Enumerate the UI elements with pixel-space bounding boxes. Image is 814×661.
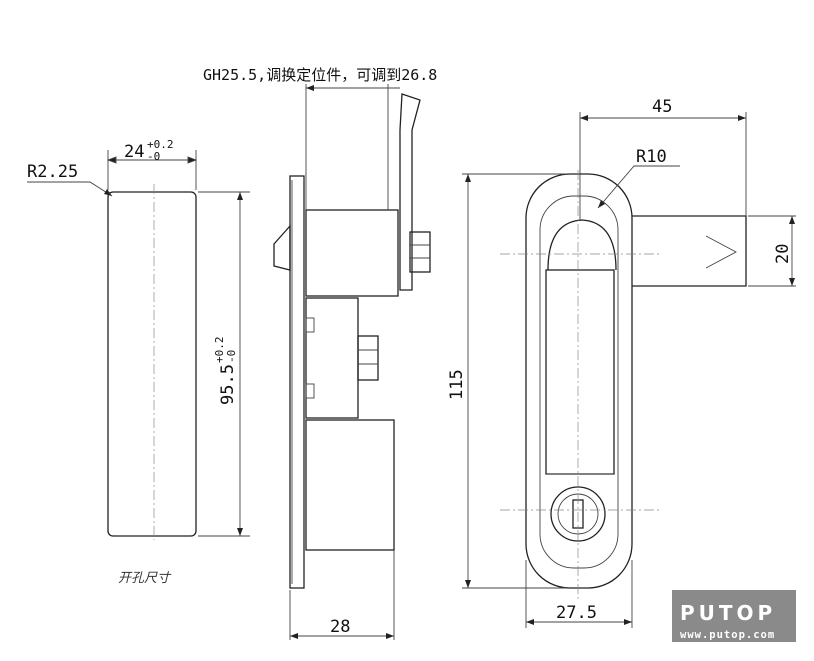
cutout-width-tol-upper: +0.2 [147, 138, 174, 151]
front-radius-leader [597, 165, 680, 209]
cutout-radius-label: R2.25 [27, 162, 78, 182]
front-width-label: 45 [652, 97, 672, 117]
front-handle-cavity [547, 219, 617, 271]
side-depth-label: 28 [330, 617, 350, 637]
adjustment-note: GH25.5,调换定位件，可调到26.8 [203, 66, 437, 84]
cutout-height-arrow-top [237, 192, 243, 200]
front-width-arrow-left [580, 115, 588, 121]
front-bar-arrow-top [789, 216, 795, 224]
side-nut-middle [357, 335, 379, 381]
cutout-outline [107, 191, 197, 537]
side-nut-upper [409, 231, 431, 273]
front-height-arrow-top [465, 174, 471, 182]
side-clip-1 [305, 317, 315, 333]
side-upper-body [305, 209, 399, 297]
front-radius-label: R10 [636, 147, 667, 167]
front-height-label: 115 [447, 369, 467, 400]
front-base-label: 27.5 [556, 603, 597, 623]
front-inner-body [539, 195, 619, 569]
side-depth-arrow-left [290, 633, 298, 639]
front-bar-label: 20 [773, 244, 793, 264]
front-side-bar-mark [705, 235, 737, 269]
front-handle [545, 269, 615, 475]
cutout-height-label: 95.5 [218, 364, 238, 405]
front-radius-arrow [598, 200, 605, 208]
cutout-width-tol-lower: -0 [147, 150, 160, 163]
cutout-caption: 开孔尺寸 [118, 571, 172, 586]
front-base-arrow-right [624, 619, 632, 625]
cutout-height-arrow-bottom [237, 528, 243, 536]
cutout-height-tol-upper: +0.2 [213, 337, 226, 364]
cutout-view: 24 +0.2 -0 R2.25 95.5 +0.2 -0 开孔尺寸 [27, 138, 250, 586]
cutout-width-label: 24 [124, 142, 144, 162]
front-lock-cylinder [550, 486, 606, 542]
side-latch-tab [273, 224, 291, 271]
front-outer-body [525, 173, 633, 589]
front-side-bar [632, 215, 747, 287]
side-view: 28 [273, 84, 431, 640]
logo-url: www.putop.com [680, 629, 775, 641]
side-middle-body [305, 297, 359, 419]
front-width-arrow-right [738, 115, 746, 121]
logo-text: PUTOP [680, 601, 776, 625]
front-height-arrow-bottom [465, 580, 471, 588]
front-base-arrow-left [526, 619, 534, 625]
cutout-width-arrow-left [106, 156, 117, 164]
cutout-radius-leader [27, 181, 113, 197]
cutout-radius-arrow [104, 189, 112, 196]
cutout-width-arrow-right [187, 156, 198, 164]
brand-logo: PUTOP www.putop.com [672, 590, 796, 642]
side-plate [289, 175, 305, 589]
side-clip-2 [305, 383, 315, 399]
cutout-height-tol-lower: -0 [225, 350, 238, 363]
logo-background [672, 590, 796, 642]
side-lever [399, 93, 421, 291]
front-view: 45 R10 115 20 27.5 [447, 97, 796, 628]
side-depth-arrow-right [386, 633, 394, 639]
front-bar-arrow-bottom [789, 278, 795, 286]
side-depth-arrow-top [306, 85, 314, 91]
side-lower-body [305, 419, 395, 551]
